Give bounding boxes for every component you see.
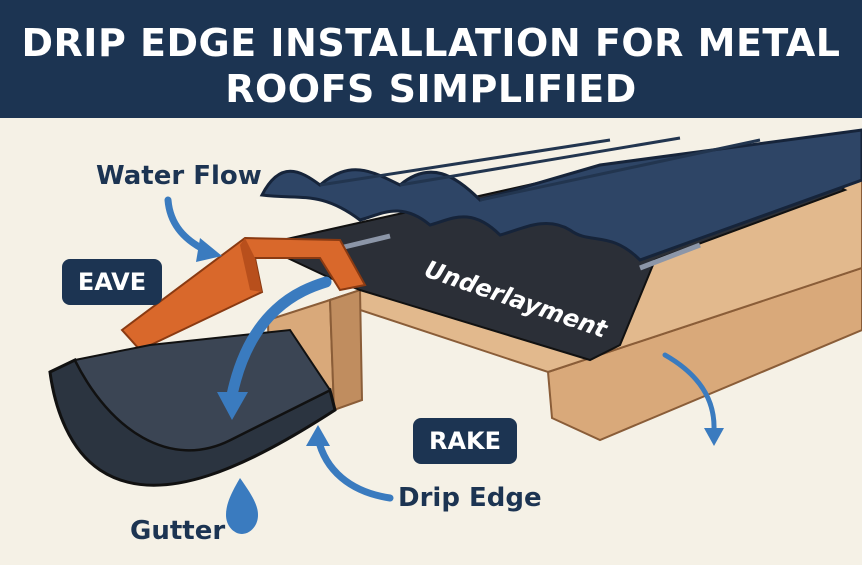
drip-edge-arrow [314, 434, 394, 502]
drip-edge-flashing [120, 236, 367, 352]
page-title: DRIP EDGE INSTALLATION FOR METAL ROOFS S… [21, 21, 841, 111]
eave-badge: EAVE [62, 259, 162, 305]
metal-roof-panel [259, 128, 862, 262]
rake-badge: RAKE [413, 418, 517, 464]
gutter-flow-arrow [226, 276, 332, 401]
water-drop-icon [226, 478, 258, 534]
drip-edge-label: Drip Edge [398, 483, 542, 513]
rake-arrow [662, 352, 717, 433]
water-flow-label: Water Flow [96, 161, 262, 191]
fascia-side [328, 288, 364, 412]
title-banner [0, 0, 862, 118]
gutter-label: Gutter [130, 516, 226, 546]
